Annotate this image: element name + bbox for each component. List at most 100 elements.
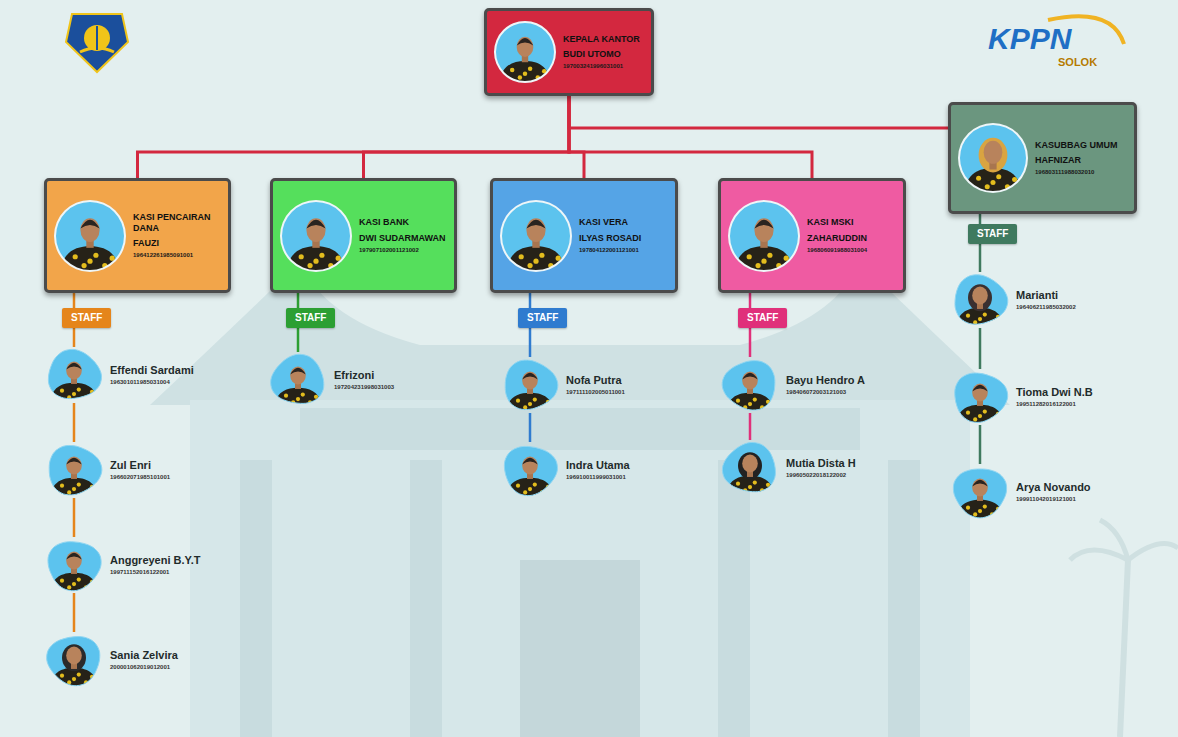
batik-dot — [539, 252, 544, 257]
staff-member: Mutia Dista H199605022018122002 — [720, 440, 856, 496]
batik-dot — [55, 681, 59, 685]
batik-dot — [516, 399, 520, 403]
batik-dot — [533, 482, 537, 486]
hijab — [968, 284, 992, 311]
hijab — [738, 452, 762, 479]
batik-dot — [996, 174, 1001, 179]
batik-dot — [983, 409, 987, 413]
batik-dot — [519, 254, 524, 259]
building-column — [410, 460, 442, 737]
batik-dot — [736, 482, 740, 486]
batik-shirt — [506, 246, 565, 273]
batik-shirt — [50, 383, 98, 403]
photo-frame — [501, 201, 571, 271]
building-body — [190, 400, 970, 737]
head-office-box: KEPALA KANTORBUDI UTOMO19700324199603100… — [484, 8, 654, 96]
staff-text: 197111102005011001 — [566, 389, 625, 396]
text-column: KASI VERAILYAS ROSADI197804122001121001 — [579, 217, 669, 254]
text-column: Efrizoni197204231998031003 — [334, 369, 394, 392]
text-column: Effendi Sardami196301011985031004 — [110, 364, 194, 387]
batik-dot — [556, 255, 561, 260]
person-figure — [726, 372, 774, 413]
batik-dot — [510, 68, 514, 72]
box-text: FAUZI — [133, 238, 222, 249]
connector-line — [138, 96, 570, 178]
ministry-emblem — [66, 14, 128, 72]
batik-dot — [736, 399, 740, 403]
staff-tag: STAFF — [286, 308, 335, 328]
hair — [754, 219, 773, 228]
photo-backdrop — [729, 201, 799, 271]
staff-text: Sania Zelvira — [110, 649, 178, 663]
face — [66, 647, 82, 665]
section-box: KASUBBAG UMUMHAFNIZAR196803111988032010 — [948, 102, 1137, 214]
batik-dot — [60, 389, 64, 393]
tag-text: STAFF — [527, 312, 558, 323]
photo-backdrop — [504, 446, 557, 495]
staff-text: 199511282016122001 — [1016, 401, 1093, 408]
connector-line — [979, 328, 982, 369]
person-figure — [506, 372, 554, 413]
text-column: KASI BANKDWI SUDARMAWAN19790710200112100… — [359, 217, 448, 254]
staff-photo — [44, 537, 104, 593]
connector-line — [364, 96, 570, 178]
batik-dot — [527, 263, 532, 268]
person-figure — [506, 457, 554, 498]
staff-text: Efrizoni — [334, 369, 394, 383]
face — [306, 218, 325, 242]
logo-text: KPPN — [988, 22, 1071, 57]
connector-line — [749, 413, 752, 440]
photo-frame — [271, 354, 324, 403]
staff-tag: STAFF — [738, 308, 787, 328]
batik-dot — [753, 480, 757, 484]
logo-text: SOLOK — [1058, 56, 1097, 69]
text-column: Bayu Hendro A198406072003121003 — [786, 374, 865, 397]
batik-dot — [60, 484, 64, 488]
connector-line — [749, 328, 752, 357]
batik-dot — [81, 263, 86, 268]
staff-member: Zul Enri196602071985101001 — [44, 442, 170, 498]
staff-tag: STAFF — [968, 224, 1017, 244]
hair — [66, 363, 82, 370]
portrait-photo — [727, 199, 801, 273]
box-text: KASUBBAG UMUM — [1035, 140, 1128, 151]
staff-member: Bayu Hendro A198406072003121003 — [720, 357, 865, 413]
batik-dot — [73, 254, 78, 259]
palm-trunk — [1120, 560, 1128, 737]
text-column: Sania Zelvira200001062019012001 — [110, 649, 178, 672]
batik-dot — [279, 401, 283, 405]
face — [522, 457, 538, 475]
connector-line — [73, 328, 76, 347]
tag-text: STAFF — [747, 312, 778, 323]
staff-text: 196602071985101001 — [110, 474, 170, 481]
hair — [66, 553, 82, 560]
face — [972, 384, 988, 402]
staff-photo — [500, 357, 560, 413]
photo-frame — [959, 124, 1027, 192]
connector-line — [569, 96, 948, 128]
building-column — [240, 460, 272, 737]
photo-frame — [495, 22, 555, 82]
staff-text: Anggreyeni B.Y.T — [110, 554, 200, 568]
box-text: KASI BANK — [359, 217, 448, 228]
connector-line — [569, 96, 812, 178]
section-box: KASI MSKIZAHARUDDIN196806091988031004 — [718, 178, 906, 293]
staff-member: Anggreyeni B.Y.T199711152016122001 — [44, 537, 200, 593]
text-column: Marianti196406211985032002 — [1016, 289, 1076, 312]
batik-dot — [747, 254, 752, 259]
staff-member: Efrizoni197204231998031003 — [268, 352, 394, 408]
staff-text: 196301011985031004 — [110, 379, 194, 386]
photo-backdrop — [959, 124, 1027, 192]
hair — [972, 480, 988, 487]
staff-member: Marianti196406211985032002 — [950, 272, 1076, 328]
batik-dot — [77, 672, 81, 676]
batik-dot — [67, 490, 71, 494]
photo-frame — [729, 201, 799, 271]
batik-dot — [93, 252, 98, 257]
tag-text: STAFF — [295, 312, 326, 323]
hair — [306, 219, 325, 228]
building-column — [888, 460, 920, 737]
person-figure — [50, 552, 98, 593]
